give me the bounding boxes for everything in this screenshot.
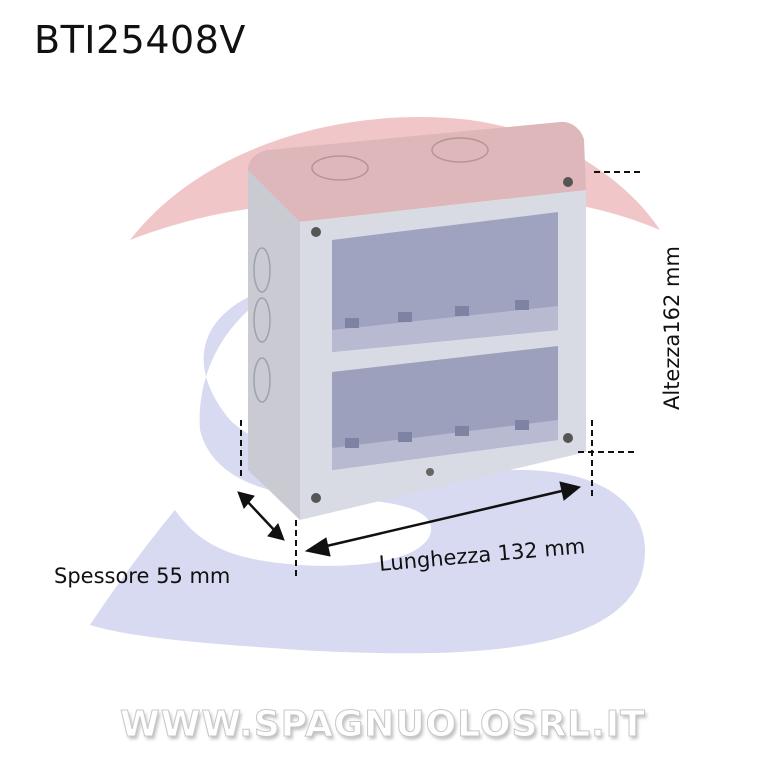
depth-label: Spessore 55 mm: [54, 564, 231, 588]
website-watermark: WWW.SPAGNUOLOSRL.IT: [120, 704, 646, 746]
depth-arrow: [245, 499, 277, 533]
depth-arrow-head-top: [237, 491, 255, 509]
width-arrow-head-left: [304, 537, 331, 557]
product-code-title: BTI25408V: [34, 18, 246, 62]
dimension-annotations: [237, 171, 640, 578]
height-label: Altezza162 mm: [660, 246, 684, 410]
width-arrow-head-right: [559, 481, 582, 501]
depth-arrow-head-bottom: [267, 523, 285, 541]
width-arrow: [317, 488, 567, 550]
electrical-box: [248, 121, 586, 520]
